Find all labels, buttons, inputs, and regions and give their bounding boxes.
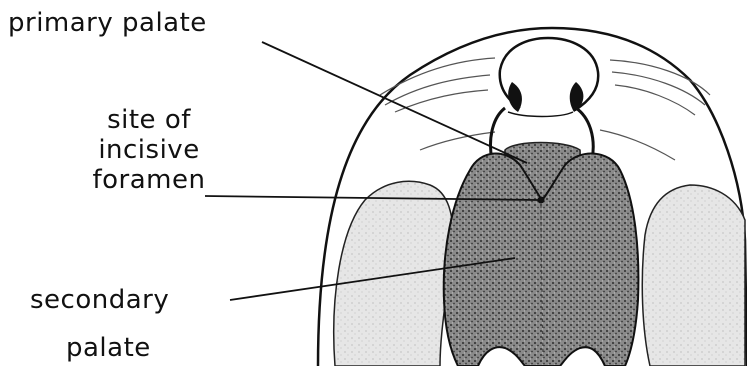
incisive-foramen [538, 197, 545, 204]
leader-primary-palate [262, 42, 527, 163]
premaxilla-inner [508, 112, 573, 117]
label-incisive-foramen: site of incisive foramen [84, 105, 214, 195]
right-cheek-lobe [642, 185, 745, 366]
label-secondary-palate-line1: secondary [30, 285, 169, 315]
label-incisive-foramen-line2: incisive [84, 135, 214, 165]
label-secondary-palate-line2: palate [66, 333, 151, 363]
label-incisive-foramen-line3: foramen [84, 165, 214, 195]
left-cheek-lobe [334, 181, 453, 366]
label-incisive-foramen-line1: site of [84, 105, 214, 135]
left-nostril [508, 82, 522, 112]
label-primary-palate: primary palate [8, 8, 207, 38]
